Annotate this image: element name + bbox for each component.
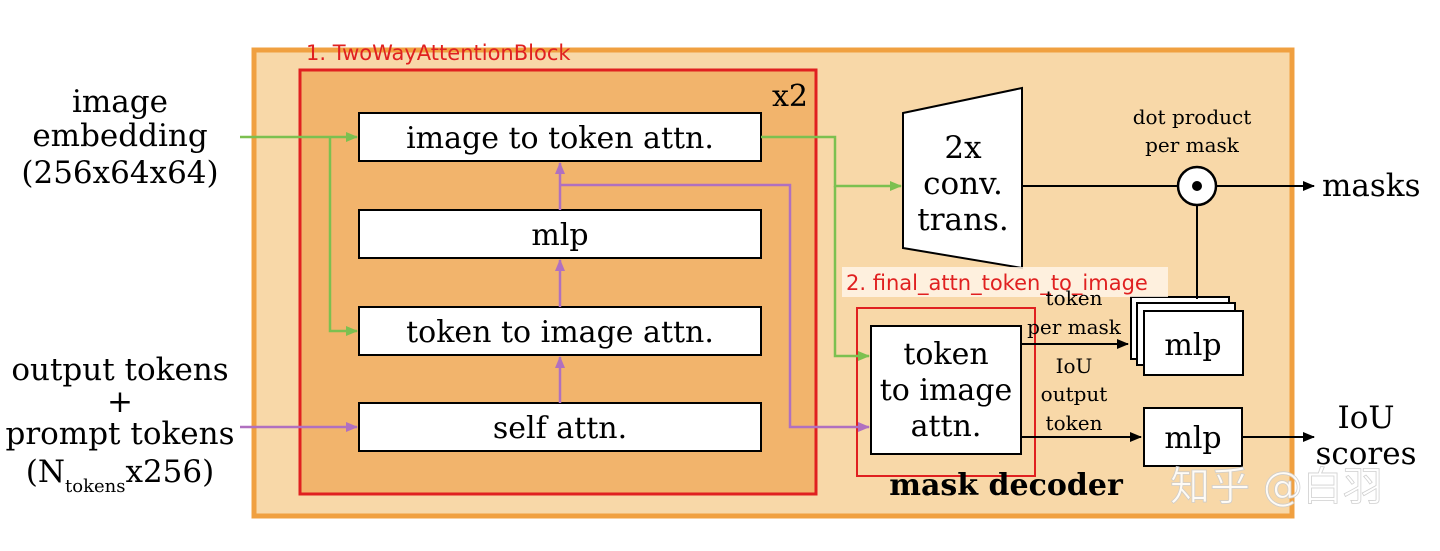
conv-trans-label: 2x conv. trans. xyxy=(917,130,1009,238)
svg-text:image: image xyxy=(72,84,168,120)
tokens-label: output tokens + prompt tokens (Ntokensx2… xyxy=(5,352,234,497)
svg-text:IoU: IoU xyxy=(1056,354,1093,378)
final-attn-annotation: 2. final_attn_token_to_image xyxy=(846,271,1148,296)
image-embedding-flow xyxy=(240,132,902,361)
svg-text:per mask: per mask xyxy=(1027,315,1122,339)
token-per-mask-label: token per mask xyxy=(1027,286,1122,339)
token-flow xyxy=(240,162,870,432)
svg-text:conv.: conv. xyxy=(923,166,1003,202)
iou-token-label: IoU output token xyxy=(1041,354,1108,435)
svg-text:+: + xyxy=(107,384,133,420)
token-to-image-label: token to image attn. xyxy=(406,315,714,350)
svg-text:token: token xyxy=(903,337,988,372)
masks-output-label: masks xyxy=(1322,168,1420,204)
svg-text:token: token xyxy=(1046,286,1103,310)
svg-text:token: token xyxy=(1046,411,1103,435)
svg-text:trans.: trans. xyxy=(917,202,1009,238)
svg-text:output: output xyxy=(1041,382,1108,406)
final-attn-highlight xyxy=(856,307,1036,477)
svg-text:2x: 2x xyxy=(944,130,982,166)
svg-text:scores: scores xyxy=(1315,436,1416,472)
watermark: 知乎 @白羽 xyxy=(1170,464,1383,510)
svg-text:IoU: IoU xyxy=(1337,400,1394,436)
iou-scores-label: IoU scores xyxy=(1315,400,1416,472)
image-to-token-label: image to token attn. xyxy=(406,121,714,156)
svg-text:embedding: embedding xyxy=(32,118,207,154)
svg-text:(256x64x64): (256x64x64) xyxy=(21,155,218,191)
repeat-label: x2 xyxy=(772,79,808,114)
self-attn-label: self attn. xyxy=(493,411,627,446)
svg-text:per mask: per mask xyxy=(1145,133,1240,157)
self-attn-box xyxy=(358,402,762,452)
final-attn-label: token to image attn. xyxy=(880,337,1013,444)
image-embedding-label: image embedding (256x64x64) xyxy=(21,84,218,191)
svg-text:prompt tokens: prompt tokens xyxy=(5,416,234,452)
final-attn-box xyxy=(870,325,1022,455)
mlp-iou-label: mlp xyxy=(1164,421,1221,456)
dot-product-label: dot product per mask xyxy=(1133,105,1252,157)
token-to-image-box xyxy=(358,306,762,356)
mlp-label: mlp xyxy=(531,218,588,253)
dot-product-dot xyxy=(1192,181,1202,191)
svg-text:dot product: dot product xyxy=(1133,105,1252,129)
mask-decoder-title: mask decoder xyxy=(889,468,1124,503)
two-way-block-annotation: 1. TwoWayAttentionBlock xyxy=(306,41,571,65)
svg-text:to image: to image xyxy=(880,373,1013,408)
mlp-mask-box xyxy=(1143,310,1244,376)
block-highlight-border xyxy=(298,68,818,496)
svg-text:(Ntokensx256): (Ntokensx256) xyxy=(26,454,214,497)
svg-text:output tokens: output tokens xyxy=(11,352,228,388)
svg-text:attn.: attn. xyxy=(911,409,982,444)
final-annotation-bg xyxy=(842,267,1168,297)
mlp-mask-label: mlp xyxy=(1164,328,1221,363)
output-flow xyxy=(1021,181,1315,442)
